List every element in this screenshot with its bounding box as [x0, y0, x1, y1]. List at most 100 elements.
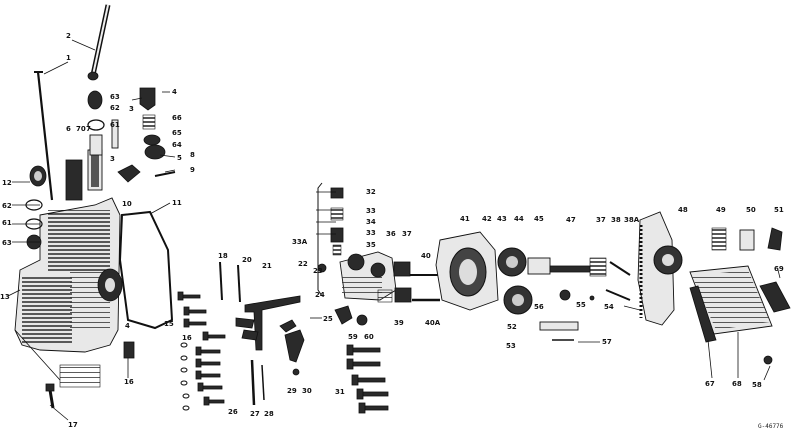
callout-4: 4 — [172, 88, 177, 96]
parts-49-51 — [711, 227, 783, 251]
callout-32: 32 — [366, 188, 376, 196]
callout-60: 60 — [364, 333, 374, 341]
bolt-column-left — [177, 291, 226, 411]
callout-58: 58 — [752, 381, 762, 389]
callout-70: 70 — [76, 125, 86, 133]
callout-62: 62 — [2, 202, 12, 210]
pump-parts-32-35 — [317, 187, 344, 273]
callout-68: 68 — [732, 380, 742, 388]
gear-housing-part-48 — [637, 211, 683, 326]
strip-part-69 — [759, 281, 791, 313]
callout-42: 42 — [482, 215, 492, 223]
shaft-parts-45-58a — [539, 257, 631, 341]
plug-part-12 — [29, 165, 47, 187]
callout-39: 39 — [394, 319, 404, 327]
callout-8: 8 — [190, 151, 195, 159]
callout-59: 59 — [348, 333, 358, 341]
callout-22: 22 — [298, 260, 308, 268]
callout-1: 1 — [66, 54, 71, 62]
callout-37: 37 — [596, 216, 606, 224]
callout-24: 24 — [315, 291, 325, 299]
drawing-code: G-46776 — [758, 423, 784, 430]
callout-54: 54 — [604, 303, 614, 311]
callout-33: 33 — [366, 229, 376, 237]
callout-11: 11 — [172, 199, 182, 207]
callout-49: 49 — [716, 206, 726, 214]
callout-20: 20 — [242, 256, 252, 264]
callout-16: 16 — [182, 334, 192, 342]
callout-30: 30 — [302, 387, 312, 395]
callout-64: 64 — [172, 141, 182, 149]
callout-21: 21 — [262, 262, 272, 270]
upper-housing-part-6-7 — [65, 149, 103, 201]
callout-63: 63 — [2, 239, 12, 247]
callout-33: 33 — [366, 207, 376, 215]
callout-27: 27 — [250, 410, 260, 418]
callout-15: 15 — [164, 320, 174, 328]
callout-16: 16 — [124, 378, 134, 386]
callout-10: 10 — [122, 200, 132, 208]
callout-52: 52 — [507, 323, 517, 331]
callout-66: 66 — [172, 114, 182, 122]
callout-38a: 38A — [624, 216, 640, 224]
callout-40: 40 — [421, 252, 431, 260]
strip-part-67 — [689, 285, 717, 343]
callout-61: 61 — [110, 121, 120, 129]
callout-43: 43 — [497, 215, 507, 223]
callout-69: 69 — [774, 265, 784, 273]
plate-part-68 — [689, 265, 773, 335]
shaft-part-1 — [34, 71, 54, 201]
callout-47: 47 — [566, 216, 576, 224]
callout-56: 56 — [534, 303, 544, 311]
callout-62: 62 — [110, 104, 120, 112]
callout-65: 65 — [172, 129, 182, 137]
callout-31: 31 — [335, 388, 345, 396]
callout-63: 63 — [110, 93, 120, 101]
callout-50: 50 — [746, 206, 756, 214]
pump-parts-37-40a — [334, 261, 440, 326]
callout-36: 36 — [386, 230, 396, 238]
bracket-33a — [317, 182, 323, 297]
callout-38: 38 — [611, 216, 621, 224]
callout-48: 48 — [678, 206, 688, 214]
callout-23: 23 — [313, 267, 323, 275]
pump-housing-part-41 — [435, 231, 499, 311]
callout-53: 53 — [506, 342, 516, 350]
callout-6: 6 — [66, 125, 71, 133]
callout-33a: 33A — [292, 238, 308, 246]
callout-18: 18 — [218, 252, 228, 260]
callout-29: 29 — [287, 387, 297, 395]
callout-35: 35 — [366, 241, 376, 249]
callout-13: 13 — [0, 293, 10, 301]
callout-67: 67 — [705, 380, 715, 388]
callout-12: 12 — [2, 179, 12, 187]
callout-45: 45 — [534, 215, 544, 223]
linkage-parts-18-31 — [219, 261, 305, 406]
callout-37: 37 — [402, 230, 412, 238]
upper-small-parts — [87, 87, 176, 183]
callout-40a: 40A — [425, 319, 441, 327]
callout-7: 7 — [86, 125, 91, 133]
callout-61: 61 — [2, 219, 12, 227]
gasket-part-11 — [118, 210, 174, 330]
lever-rod-part-2 — [87, 4, 111, 81]
callout-28: 28 — [264, 410, 274, 418]
callout-44: 44 — [514, 215, 524, 223]
callout-34: 34 — [366, 218, 376, 226]
callout-3: 3 — [129, 105, 134, 113]
callout-57: 57 — [602, 338, 612, 346]
bolt-stack-part-31 — [346, 344, 389, 414]
pump-body-part-36 — [339, 251, 397, 301]
callout-17: 17 — [68, 421, 78, 429]
callout-2: 2 — [66, 32, 71, 40]
callout-4: 4 — [125, 322, 130, 330]
main-housing-part-13 — [14, 197, 123, 388]
nut-part-58 — [763, 355, 773, 365]
leader-lines — [7, 39, 781, 421]
callout-51: 51 — [774, 206, 784, 214]
drain-bolt-part-17 — [45, 383, 55, 409]
callout-9: 9 — [190, 166, 195, 174]
callout-55: 55 — [576, 301, 586, 309]
